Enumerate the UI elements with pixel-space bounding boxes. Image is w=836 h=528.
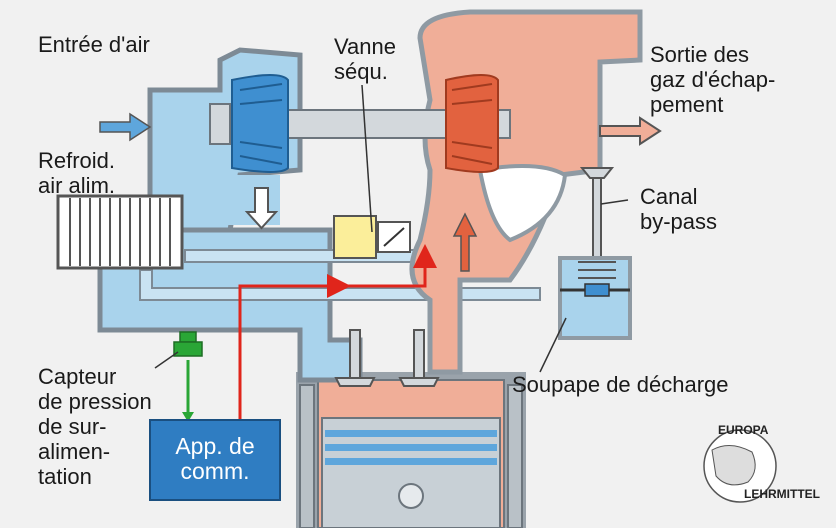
europa-lehrmittel-logo: EUROPA LEHRMITTEL [703,423,820,503]
wastegate-valve-label: Soupape de décharge [512,372,729,397]
turbine-wheel [445,74,499,173]
exhaust-outlet-label: Sortie des gaz d'échap- pement [650,42,776,117]
compressor-wheel [231,74,289,173]
charge-air-cooler-label: Refroid. air alim. [38,148,116,198]
air-inlet-arrow [99,112,152,142]
leader-lines [361,84,629,373]
exhaust-valve [398,329,440,387]
charge-air-cooler [56,194,184,270]
signal-lines [182,244,437,425]
control-unit-box [149,419,281,501]
sequential-valve [333,215,411,259]
bypass-channel-label: Canal by-pass [640,184,718,234]
piston [321,417,501,528]
wastegate-actuator [558,256,632,340]
boost-pressure-sensor-label: Capteur de pression de sur- alimen- tati… [38,364,152,489]
logo-top-text: EUROPA [718,423,769,437]
sequential-valve-label: Vanne séqu. [334,34,396,84]
logo-bottom-text: LEHRMITTEL [744,487,820,501]
control-unit-label: App. de comm. [175,433,255,484]
intake-valve [334,329,376,387]
pressure-sensor [154,331,203,369]
air-inlet-label: Entrée d'air [38,32,150,57]
